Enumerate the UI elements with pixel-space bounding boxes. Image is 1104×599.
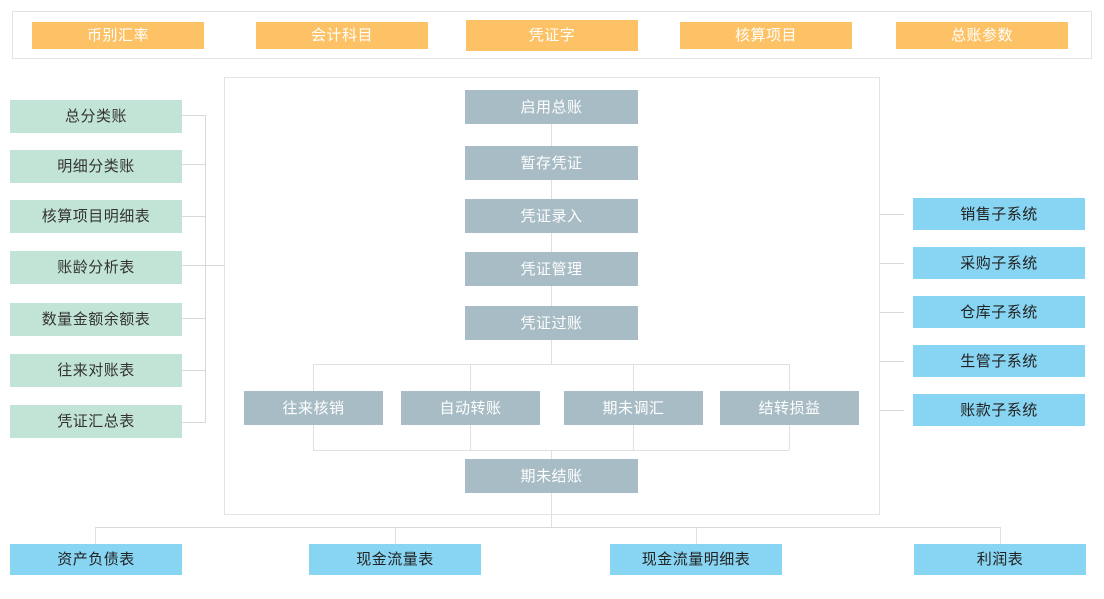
period-task-box-profit-carryover[interactable]: 结转损益: [720, 391, 859, 425]
report-box-subsidiary-ledger[interactable]: 明细分类账: [10, 150, 182, 183]
flow-connector-4: [551, 286, 552, 308]
left-stub-7: [182, 422, 206, 423]
subsystem-box-purchase[interactable]: 采购子系统: [913, 247, 1085, 279]
period-task-box-auto-transfer[interactable]: 自动转账: [401, 391, 540, 425]
param-box-voucher-word[interactable]: 凭证字: [466, 20, 638, 51]
period-merge-up-2: [470, 425, 471, 450]
left-stub-2: [182, 164, 206, 165]
period-task-box-exchange-adjustment[interactable]: 期未调汇: [564, 391, 703, 425]
flow-box-voucher-management[interactable]: 凭证管理: [465, 252, 638, 286]
statement-box-balance-sheet[interactable]: 资产负债表: [10, 544, 182, 575]
flow-connector-2: [551, 180, 552, 202]
statement-box-cash-flow-detail[interactable]: 现金流量明细表: [610, 544, 782, 575]
period-merge-up-4: [789, 425, 790, 450]
statement-box-cash-flow[interactable]: 现金流量表: [309, 544, 481, 575]
param-box-accounting-subject[interactable]: 会计科目: [256, 22, 428, 49]
period-branch-down-2: [470, 364, 471, 391]
statement-box-income[interactable]: 利润表: [914, 544, 1086, 575]
report-box-general-ledger[interactable]: 总分类账: [10, 100, 182, 133]
flow-connector-3: [551, 233, 552, 255]
flow-box-voucher-posting[interactable]: 凭证过账: [465, 306, 638, 340]
period-merge-up-1: [313, 425, 314, 450]
flow-box-voucher-entry[interactable]: 凭证录入: [465, 199, 638, 233]
subsystem-box-accounts[interactable]: 账款子系统: [913, 394, 1085, 426]
bottom-drop-4: [1000, 527, 1001, 544]
bottom-drop-1: [95, 527, 96, 544]
bottom-drop-3: [696, 527, 697, 544]
left-bracket-to-container: [205, 265, 225, 266]
period-branch-down-1: [313, 364, 314, 391]
subsystem-box-sales[interactable]: 销售子系统: [913, 198, 1085, 230]
report-box-quantity-amount-balance[interactable]: 数量金额余额表: [10, 303, 182, 336]
left-stub-4: [182, 265, 206, 266]
left-stub-5: [182, 318, 206, 319]
period-branch-top-rail: [313, 364, 789, 365]
right-stub-2: [880, 263, 904, 264]
right-stub-4: [880, 361, 904, 362]
subsystem-box-production[interactable]: 生管子系统: [913, 345, 1085, 377]
left-bracket-spine: [205, 115, 206, 423]
param-box-accounting-item[interactable]: 核算项目: [680, 22, 852, 49]
top-parameter-frame: [12, 11, 1092, 59]
flow-connector-1: [551, 124, 552, 146]
period-merge-to-closing: [551, 450, 552, 459]
flow-box-temp-voucher[interactable]: 暂存凭证: [465, 146, 638, 180]
flow-connector-5: [551, 340, 552, 364]
left-stub-1: [182, 115, 206, 116]
report-box-voucher-summary[interactable]: 凭证汇总表: [10, 405, 182, 438]
report-box-accounting-item-detail[interactable]: 核算项目明细表: [10, 200, 182, 233]
bottom-drop-from-container: [551, 493, 552, 527]
report-box-current-account-reconciliation[interactable]: 往来对账表: [10, 354, 182, 387]
flow-box-period-closing[interactable]: 期未结账: [465, 459, 638, 493]
bottom-distribution-rail: [95, 527, 1001, 528]
report-box-aging-analysis[interactable]: 账龄分析表: [10, 251, 182, 284]
left-stub-6: [182, 370, 206, 371]
period-branch-down-3: [633, 364, 634, 391]
period-merge-up-3: [633, 425, 634, 450]
period-task-box-current-account-writeoff[interactable]: 往来核销: [244, 391, 383, 425]
right-stub-1: [880, 214, 904, 215]
left-stub-3: [182, 216, 206, 217]
bottom-drop-2: [395, 527, 396, 544]
right-stub-3: [880, 312, 904, 313]
period-branch-down-4: [789, 364, 790, 391]
param-box-ledger-parameter[interactable]: 总账参数: [896, 22, 1068, 49]
subsystem-box-warehouse[interactable]: 仓库子系统: [913, 296, 1085, 328]
general-ledger-container-frame: [224, 77, 880, 515]
right-stub-5: [880, 410, 904, 411]
flow-box-enable-ledger[interactable]: 启用总账: [465, 90, 638, 124]
param-box-currency-rate[interactable]: 币别汇率: [32, 22, 204, 49]
